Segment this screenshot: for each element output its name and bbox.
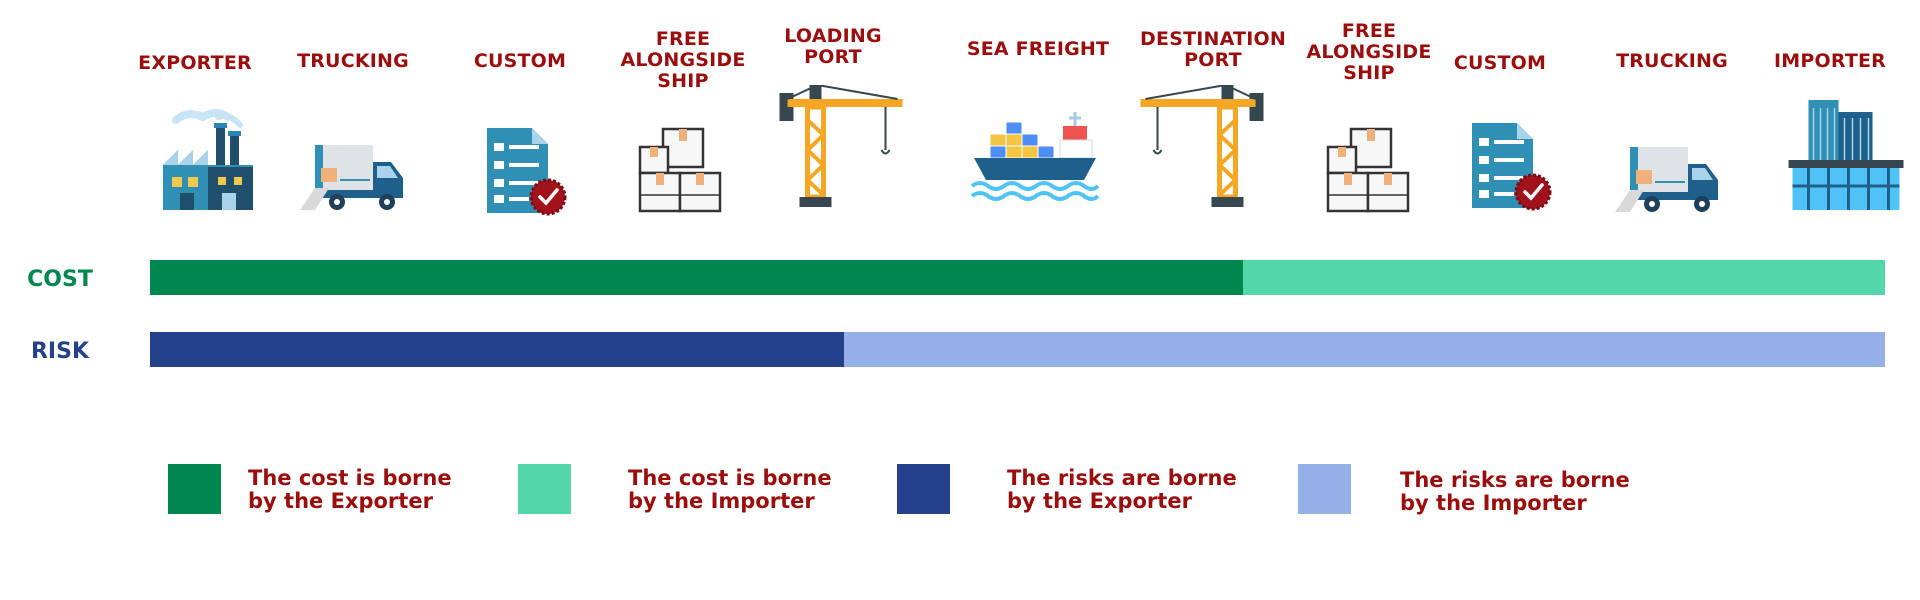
- office-building-icon: [1788, 100, 1904, 210]
- legend-text-risk-importer: The risks are borne by the Importer: [1400, 468, 1630, 515]
- legend-swatch-risk-exporter: [897, 464, 950, 514]
- stage-label-sea-freight: SEA FREIGHT: [966, 38, 1110, 60]
- truck-icon: [300, 145, 403, 210]
- boxes-icon: [638, 127, 722, 213]
- legend-swatch-cost-importer: [518, 464, 571, 514]
- factory-icon: [163, 109, 253, 210]
- cost-row-label: COST: [27, 267, 93, 292]
- cost-bar: [150, 260, 1885, 295]
- risk-bar: [150, 332, 1885, 367]
- legend-text-cost-importer: The cost is borne by the Importer: [628, 466, 832, 513]
- risk-exporter-segment: [150, 332, 844, 367]
- stage-label-loading-port: LOADING PORT: [784, 25, 882, 68]
- stage-label-exporter: EXPORTER: [138, 52, 252, 74]
- crane-icon: [779, 85, 903, 207]
- crane-icon: [1140, 85, 1264, 207]
- stage-label-trucking: TRUCKING: [297, 50, 409, 72]
- legend-swatch-risk-importer: [1298, 464, 1351, 514]
- customs-document-icon: [1472, 123, 1552, 211]
- legend-text-cost-exporter: The cost is borne by the Exporter: [248, 466, 452, 513]
- cargo-ship-icon: [970, 112, 1100, 201]
- stage-label-importer: IMPORTER: [1773, 50, 1887, 72]
- stage-label-destination-port: DESTINATION PORT: [1140, 28, 1286, 71]
- stage-label-free-alongside-ship-2: FREE ALONGSIDE SHIP: [1306, 20, 1432, 84]
- cost-exporter-segment: [150, 260, 1244, 295]
- truck-icon: [1615, 147, 1718, 212]
- legend-swatch-cost-exporter: [168, 464, 221, 514]
- risk-importer-segment: [844, 332, 1885, 367]
- stage-label-trucking-2: TRUCKING: [1616, 50, 1728, 72]
- customs-document-icon: [487, 128, 567, 216]
- legend-text-risk-exporter: The risks are borne by the Exporter: [1007, 466, 1237, 513]
- risk-row-label: RISK: [30, 339, 90, 364]
- cost-importer-segment: [1243, 260, 1885, 295]
- stage-label-free-alongside-ship: FREE ALONGSIDE SHIP: [620, 28, 746, 92]
- boxes-icon: [1326, 127, 1410, 213]
- stage-label-custom: CUSTOM: [473, 50, 567, 72]
- stage-label-custom-2: CUSTOM: [1453, 52, 1547, 74]
